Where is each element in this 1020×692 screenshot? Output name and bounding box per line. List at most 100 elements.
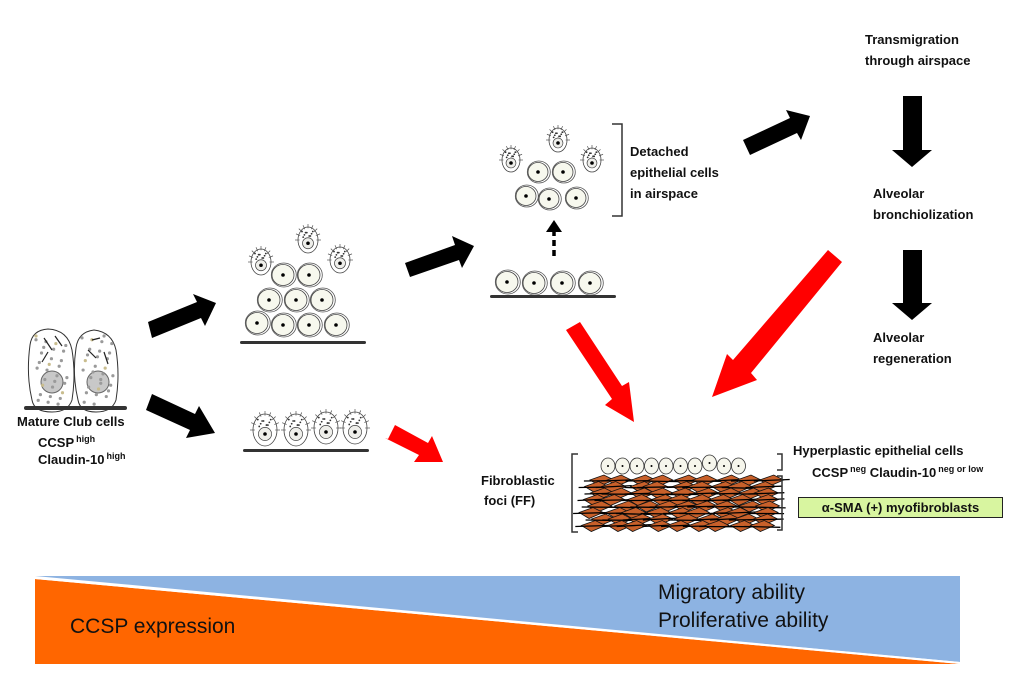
hyperplastic-cell (629, 457, 645, 475)
bronchiolization-label-line2: bronchiolization (873, 207, 974, 222)
epithelial-cell (537, 187, 562, 211)
epithelial-cell (296, 312, 323, 338)
myofibroblast (575, 520, 612, 532)
ccsp-text: CCSP (38, 435, 75, 450)
hyperplastic-epithelial-cells-illustration (600, 454, 746, 475)
ff-label-line2: foci (FF) (484, 493, 536, 508)
myofibroblast (744, 520, 781, 532)
arrow-down-to-regeneration (892, 250, 932, 320)
myofibroblast-bracket (777, 475, 783, 531)
hyper-claudin-text: Claudin-10 (869, 465, 937, 480)
epithelial-cell (521, 270, 548, 296)
ff-left-bracket (571, 453, 578, 533)
stacked-epithelial-cells (244, 224, 353, 338)
arrow-down-to-bronchiolization (892, 96, 932, 167)
red-arrow-detached-to-ff (566, 322, 634, 422)
mature-club-cells-title: Mature Club cells (17, 414, 125, 429)
hyperplastic-title: Hyperplastic epithelial cells (793, 443, 964, 458)
epithelial-cell (323, 312, 350, 338)
hyper-claudin-level: neg or low (938, 464, 984, 474)
ciliated-cell (580, 145, 604, 173)
ciliated-cell (281, 411, 311, 447)
mature-club-cells-illustration (24, 328, 127, 413)
ability-gradient-triangle (35, 576, 960, 662)
red-arrow-ciliated-to-ff (385, 425, 443, 462)
detached-label-line2: epithelial cells (630, 165, 719, 180)
detached-label-line3: in airspace (630, 186, 698, 201)
epithelial-cell (309, 287, 336, 313)
hyperplastic-cell (687, 457, 703, 475)
red-arrows (385, 250, 842, 462)
ciliated-cell (250, 411, 280, 447)
arrow-to-ciliated-layer (146, 394, 215, 438)
ciliated-cell (311, 409, 341, 445)
basement-membrane-ciliated (243, 449, 369, 452)
epithelial-cell (551, 160, 576, 184)
hyperplastic-cell (644, 457, 659, 475)
regeneration-label-line2: regeneration (873, 351, 952, 366)
arrow-to-stacked-cells (148, 294, 216, 338)
detached-bracket (612, 123, 623, 217)
epithelial-cell (577, 270, 604, 296)
ciliated-cell (327, 244, 353, 274)
epithelial-cell (514, 184, 539, 208)
ff-label-line1: Fibroblastic (481, 473, 555, 488)
fibroblastic-foci-illustration (573, 474, 790, 532)
epithelial-cell (526, 160, 551, 184)
transmigration-label-line1: Transmigration (865, 32, 959, 47)
red-arrow-bronchiolization-to-ff (712, 250, 842, 397)
epithelial-cell (270, 312, 297, 338)
detached-label-line1: Detached (630, 144, 689, 159)
hyperplastic-cell (600, 457, 616, 475)
hyperplastic-cell (673, 457, 688, 475)
ciliated-cell (340, 409, 370, 445)
epithelial-cell (549, 270, 576, 296)
hyperplastic-cell (702, 454, 717, 472)
epithelial-cell (244, 310, 271, 336)
proliferative-ability-label: Proliferative ability (658, 609, 829, 632)
ciliated-cell (295, 224, 321, 254)
claudin-text: Claudin-10 (38, 452, 105, 467)
hyperplastic-cell (731, 457, 746, 475)
hyperplastic-cell (658, 457, 674, 475)
black-arrows (146, 96, 932, 438)
detached-epithelial-cells (499, 125, 604, 211)
myofibroblast (616, 520, 653, 532)
epithelial-cell (296, 262, 323, 288)
hyper-ccsp-level: neg (850, 464, 867, 474)
epithelial-cell (494, 269, 521, 295)
myofibroblast-label-box: α-SMA (+) myofibroblasts (798, 497, 1003, 518)
arrow-to-transmigration (743, 110, 810, 155)
basement-membrane-stacked (240, 341, 366, 344)
gradient-bar (34, 576, 961, 664)
arrow-to-detached-cells (405, 236, 474, 277)
club-cell-left (27, 328, 75, 413)
hyperplastic-cell (716, 457, 732, 475)
dashed-detachment-arrow (546, 220, 562, 256)
regeneration-label-line1: Alveolar (873, 330, 925, 345)
ciliated-cell-layer (250, 409, 370, 447)
epithelial-cell (256, 287, 283, 313)
bronchiolization-label-line1: Alveolar (873, 186, 925, 201)
epithelial-cell (283, 287, 310, 313)
myofibroblast (573, 507, 610, 519)
myofibroblast (748, 494, 785, 506)
claudin-level: high (106, 451, 126, 461)
ccsp-level: high (76, 434, 96, 444)
ccsp-expression-label: CCSP expression (70, 615, 236, 638)
ciliated-cell (546, 125, 570, 153)
hyperplastic-cell (615, 457, 630, 475)
epithelial-cell (270, 262, 297, 288)
epithelial-monolayer (494, 269, 604, 296)
myofibroblast (722, 494, 759, 506)
ciliated-cell (499, 145, 523, 173)
transmigration-label-line2: through airspace (865, 53, 971, 68)
migratory-ability-label: Migratory ability (658, 581, 806, 604)
epithelial-cell (564, 186, 589, 210)
hyperplastic-bracket (777, 453, 783, 471)
basement-membrane-monolayer (490, 295, 616, 298)
